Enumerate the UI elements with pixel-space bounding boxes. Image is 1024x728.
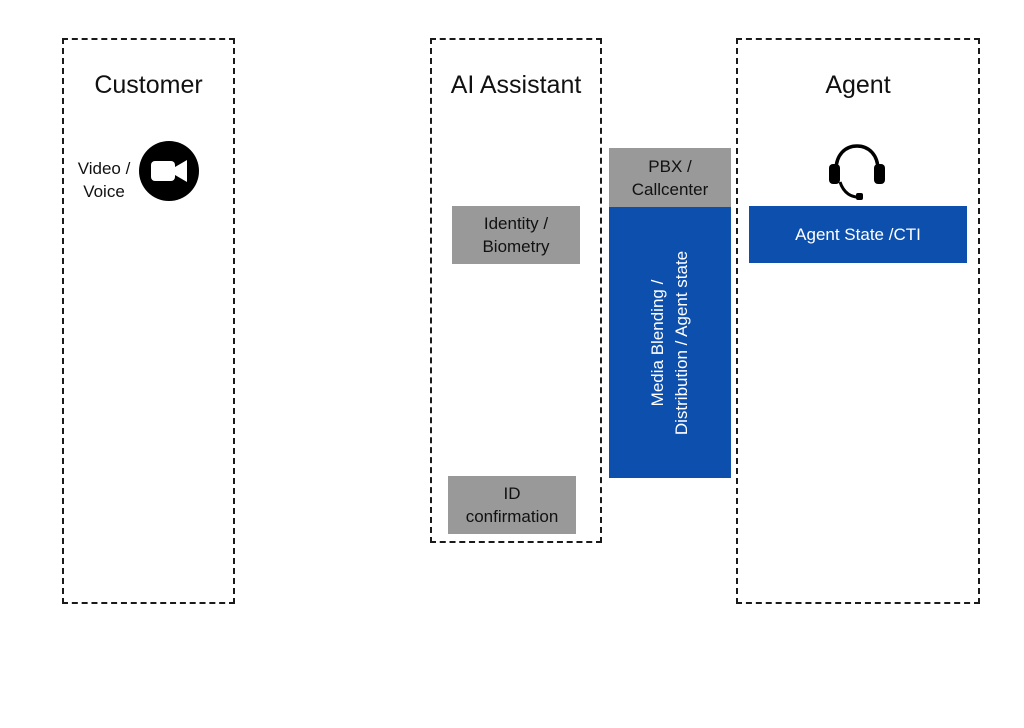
agent-lane [736, 38, 980, 604]
agent-state-cti-box: Agent State /CTI [749, 206, 967, 263]
pbx-header-line2: Callcenter [631, 179, 709, 199]
agent-state-label: Agent State /CTI [795, 225, 921, 244]
id-confirmation-line1: ID [503, 484, 521, 503]
id-confirmation-box: ID confirmation [448, 476, 576, 534]
id-confirmation-line2: confirmation [465, 507, 559, 526]
agent-lane-title: Agent [825, 71, 891, 99]
customer-lane-title: Customer [94, 71, 203, 99]
pbx-callcenter-box: PBX / Callcenter [609, 148, 731, 207]
media-blending-line2: Distribution / Agent state [672, 250, 691, 435]
identity-box-line1: Identity / [483, 214, 549, 233]
media-blending-box: Media Blending / Distribution / Agent st… [609, 207, 731, 478]
identity-box-line2: Biometry [482, 237, 550, 256]
video-voice-label-line1: Video / [77, 159, 131, 178]
media-blending-text: Media Blending / Distribution / Agent st… [646, 213, 694, 473]
identity-biometry-box: Identity / Biometry [452, 206, 580, 264]
video-camera-icon [139, 141, 199, 201]
ai-assistant-lane-title: AI Assistant [450, 71, 582, 99]
customer-lane [62, 38, 235, 604]
video-voice-label: Video / Voice [70, 157, 138, 203]
media-blending-line1: Media Blending / [648, 279, 667, 406]
video-voice-label-line2: Voice [83, 182, 125, 201]
pbx-header-line1: PBX / [648, 156, 692, 176]
headset-icon [829, 144, 885, 200]
ai-assistant-lane [430, 38, 602, 543]
